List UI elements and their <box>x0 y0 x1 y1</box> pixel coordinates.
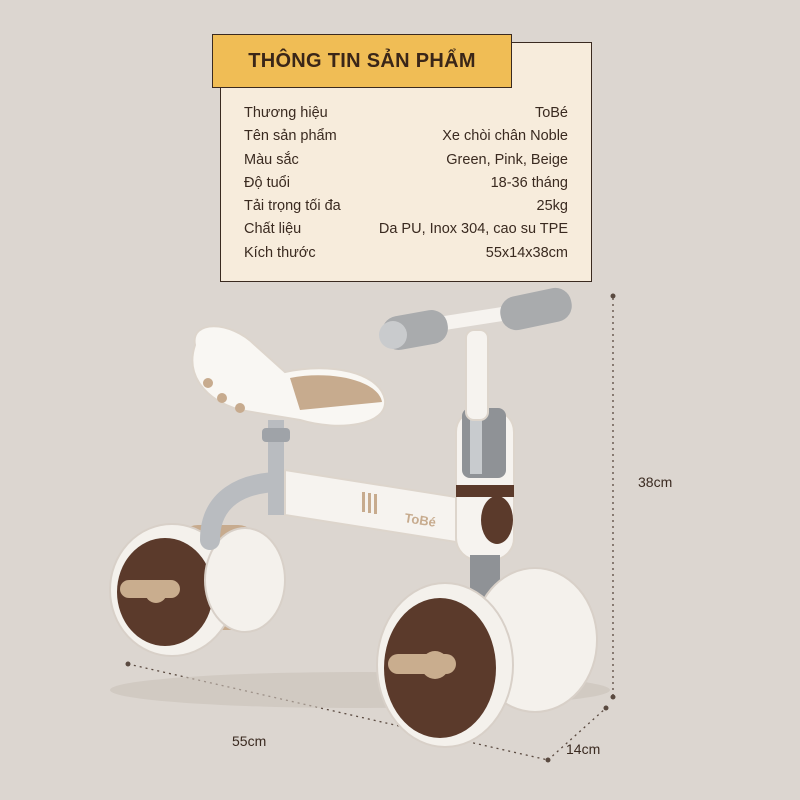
front-wheel <box>376 567 598 748</box>
spec-table: Thương hiệu ToBé Tên sản phẩm Xe chòi ch… <box>244 105 568 268</box>
spec-row-max-load: Tải trọng tối đa 25kg <box>244 198 568 221</box>
height-dimension-label: 38cm <box>638 474 673 490</box>
frame-brand-text: ToBé <box>404 510 438 530</box>
card-title: THÔNG TIN SẢN PHẨM <box>248 49 476 72</box>
spec-row-brand: Thương hiệu ToBé <box>244 105 568 128</box>
spec-label: Màu sắc <box>244 151 299 168</box>
rear-right-wheel <box>204 527 286 633</box>
spec-value: Green, Pink, Beige <box>446 151 568 168</box>
spec-value: 18-36 tháng <box>490 174 568 191</box>
spec-value: 25kg <box>536 198 568 215</box>
spec-label: Kích thước <box>244 244 316 261</box>
dimension-lines <box>127 298 614 761</box>
spec-row-size: Kích thước 55x14x38cm <box>244 245 568 268</box>
seat <box>191 325 387 427</box>
spec-label: Thương hiệu <box>244 105 328 121</box>
spec-row-product-name: Tên sản phẩm Xe chòi chân Noble <box>244 128 568 151</box>
rear-left-wheel <box>109 523 235 657</box>
spec-value: Da PU, Inox 304, cao su TPE <box>378 221 568 238</box>
spec-value: ToBé <box>534 105 568 121</box>
spec-label: Độ tuổi <box>244 174 290 191</box>
frame-tube <box>284 468 476 547</box>
spec-value: Xe chòi chân Noble <box>442 128 568 145</box>
card-title-badge: THÔNG TIN SẢN PHẨM <box>212 34 512 88</box>
width-dimension-label: 14cm <box>566 741 601 757</box>
length-dimension-label: 55cm <box>232 733 267 749</box>
spec-row-age: Độ tuổi 18-36 tháng <box>244 175 568 198</box>
spec-row-color: Màu sắc Green, Pink, Beige <box>244 152 568 175</box>
spec-label: Tải trọng tối đa <box>244 198 341 215</box>
spec-row-material: Chất liệu Da PU, Inox 304, cao su TPE <box>244 221 568 244</box>
spec-label: Tên sản phẩm <box>244 128 337 145</box>
right-grip <box>500 287 572 331</box>
spec-value: 55x14x38cm <box>485 244 568 261</box>
left-grip <box>379 310 448 350</box>
spec-label: Chất liệu <box>244 221 302 238</box>
